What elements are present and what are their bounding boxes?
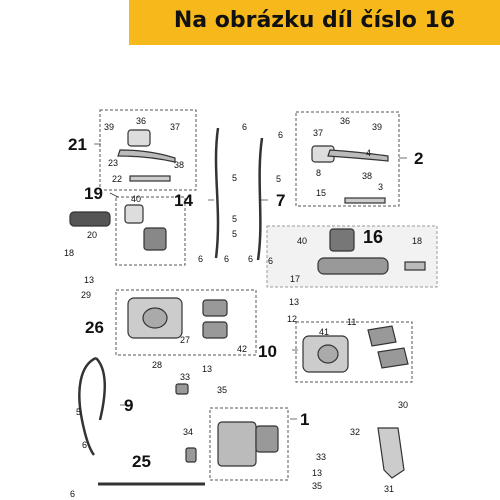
- part-number-label: 28: [152, 360, 162, 370]
- brake-pad-11a: [367, 325, 397, 347]
- part-number-label: 5: [232, 173, 237, 183]
- part-number-label: 38: [362, 171, 372, 181]
- part-number-label: 31: [384, 484, 394, 494]
- part-number-label: 6: [268, 256, 273, 266]
- part-number-label: 32: [350, 427, 360, 437]
- part-number-label: 6: [224, 254, 229, 264]
- part-number-label: 6: [242, 122, 247, 132]
- brake-pad-27a: [202, 299, 228, 317]
- part-number-label: 6: [198, 254, 203, 264]
- part-number-label: 6: [70, 489, 75, 499]
- brake-hose-9: [78, 356, 97, 456]
- label-10: 10: [258, 342, 277, 361]
- bolt-33: [175, 383, 189, 395]
- lever-pin-left: [129, 175, 171, 182]
- part-number-label: 6: [82, 440, 87, 450]
- label-2: 2: [414, 149, 423, 168]
- part-drawings: [69, 127, 426, 486]
- label-14: 14: [174, 191, 193, 210]
- part-number-label: 5: [76, 407, 81, 417]
- part-labels: 39 36 37 23 38 22 6 6 5 5 37 36 39 4 8 3…: [64, 116, 422, 499]
- part-number-label: 3: [378, 182, 383, 192]
- label-16: 16: [363, 227, 383, 247]
- part-number-label: 38: [174, 160, 184, 170]
- part-number-label: 13: [289, 297, 299, 307]
- switch-cap-19: [124, 204, 144, 224]
- part-number-label: 42: [237, 344, 247, 354]
- part-number-label: 40: [131, 194, 141, 204]
- part-number-label: 12: [287, 314, 297, 324]
- part-number-label: 35: [217, 385, 227, 395]
- part-number-label: 13: [84, 275, 94, 285]
- label-21: 21: [68, 135, 87, 154]
- part-number-label: 36: [340, 116, 350, 126]
- throttle-grip-17: [317, 257, 389, 275]
- bar-end-18: [404, 261, 426, 271]
- part-number-label: 13: [202, 364, 212, 374]
- part-number-label: 27: [180, 335, 190, 345]
- brake-hose-7: [256, 137, 264, 261]
- grip-20: [69, 211, 111, 227]
- part-number-label: 5: [232, 214, 237, 224]
- label-19: 19: [84, 184, 103, 203]
- part-number-label: 37: [313, 128, 323, 138]
- part-number-label: 40: [297, 236, 307, 246]
- brake-lever-left: [117, 149, 176, 163]
- part-number-label: 17: [290, 274, 300, 284]
- part-number-label: 20: [87, 230, 97, 240]
- part-number-label: 5: [232, 229, 237, 239]
- part-number-label: 18: [64, 248, 74, 258]
- label-9: 9: [124, 396, 133, 415]
- part-number-label: 39: [104, 122, 114, 132]
- part-number-label: 35: [312, 481, 322, 491]
- switch-housing-19: [143, 227, 167, 251]
- exploded-parts-diagram: 21 2 19 14 7 16 26 10 9 1 25 39 36 37 23…: [64, 109, 438, 499]
- part-number-label: 4: [366, 148, 371, 158]
- switch-housing-16: [329, 228, 355, 252]
- part-number-label: 13: [312, 468, 322, 478]
- leader-lines: [94, 143, 407, 420]
- part-number-label: 37: [170, 122, 180, 132]
- box-group-26: [115, 289, 257, 356]
- part-number-label: 36: [136, 116, 146, 126]
- label-7: 7: [276, 191, 285, 210]
- part-number-label: 18: [412, 236, 422, 246]
- part-number-label: 33: [180, 372, 190, 382]
- brake-hose-14: [214, 127, 220, 259]
- part-number-label: 6: [248, 254, 253, 264]
- lever-pin-right: [344, 197, 386, 204]
- box-group-2: [295, 111, 400, 207]
- group-boxes: [99, 109, 438, 481]
- part-number-label: 5: [276, 174, 281, 184]
- brake-lever-right: [327, 149, 389, 162]
- bracket-31: [377, 427, 405, 479]
- part-number-label: 30: [398, 400, 408, 410]
- part-number-label: 15: [316, 188, 326, 198]
- part-number-label: 33: [316, 452, 326, 462]
- master-cylinder-left: [127, 129, 151, 147]
- title-banner: Na obrázku díl číslo 16: [129, 0, 500, 45]
- label-26: 26: [85, 318, 104, 337]
- box-group-10: [295, 321, 413, 383]
- page-title: Na obrázku díl číslo 16: [173, 8, 456, 33]
- part-number-label: 6: [278, 130, 283, 140]
- master-cylinder-1: [217, 421, 257, 467]
- part-number-label: 23: [108, 158, 118, 168]
- bushing-34: [185, 447, 197, 463]
- part-number-label: 34: [183, 427, 193, 437]
- part-number-label: 22: [112, 174, 122, 184]
- assembly-labels: 21 2 19 14 7 16 26 10 9 1 25: [68, 135, 423, 471]
- part-number-label: 8: [316, 168, 321, 178]
- label-1: 1: [300, 410, 309, 429]
- brake-pad-11b: [377, 347, 409, 369]
- part-number-label: 41: [319, 327, 329, 337]
- part-number-label: 39: [372, 122, 382, 132]
- brake-pad-27b: [202, 321, 228, 339]
- box-group-19: [115, 196, 186, 266]
- part-number-label: 11: [347, 317, 356, 327]
- box-group-21: [99, 109, 197, 191]
- label-25: 25: [132, 452, 151, 471]
- part-number-label: 29: [81, 290, 91, 300]
